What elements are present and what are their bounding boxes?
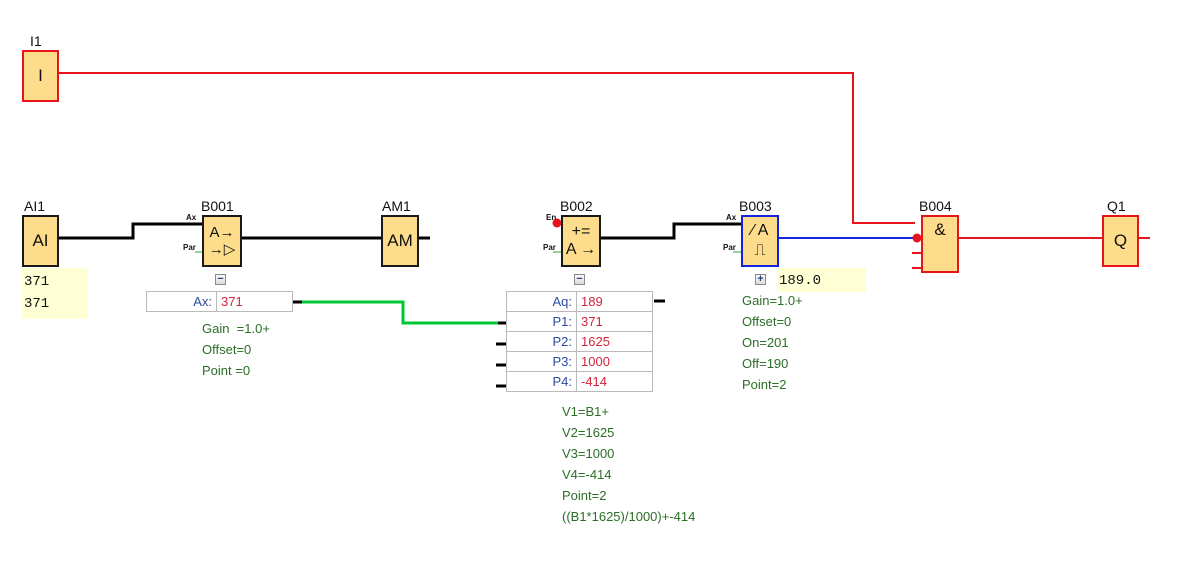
formula-line: ((B1*1625)/1000)+-414 [562, 509, 696, 524]
param-line: Gain =1.0+ [202, 321, 270, 336]
pulse-icon: ⎍ [754, 242, 766, 259]
block-label-b004: B004 [919, 198, 952, 214]
param-value[interactable]: -414 [576, 371, 653, 392]
param-key: Ax: [146, 291, 217, 312]
param-line: V3=1000 [562, 446, 615, 461]
block-symbol: AM [387, 231, 413, 250]
analog-amplifier-block-b001[interactable]: A→ →▷ [202, 215, 242, 267]
param-value[interactable]: 189 [576, 291, 653, 312]
b002-pin-en: En [546, 213, 557, 222]
ai1-value-1: 371 [24, 274, 50, 290]
wire-b002-to-b003[interactable] [600, 222, 742, 240]
param-key: P1: [506, 311, 577, 332]
b003-params: Gain=1.0+ Offset=0 On=201 Off=190 Point=… [742, 290, 803, 395]
param-value[interactable]: 1625 [576, 331, 653, 352]
param-line: Offset=0 [202, 342, 252, 357]
table-row: P3:1000 [506, 351, 653, 372]
param-value[interactable]: 371 [576, 311, 653, 332]
param-line: Point =0 [202, 363, 251, 378]
table-row: P1:371 [506, 311, 653, 332]
block-label-i1: I1 [30, 33, 42, 49]
b003-expand-toggle[interactable]: + [755, 274, 766, 285]
param-line: V4=-414 [562, 467, 612, 482]
wire-ai1-to-b001[interactable] [58, 222, 202, 240]
param-key: P4: [506, 371, 577, 392]
param-line: Off=190 [742, 356, 789, 371]
param-key: P3: [506, 351, 577, 372]
param-line: Gain=1.0+ [742, 293, 803, 308]
b003-pin-ax: Ax [726, 213, 737, 222]
param-value[interactable]: 1000 [576, 351, 653, 372]
param-line: Point=2 [562, 488, 607, 503]
block-label-b003: B003 [739, 198, 772, 214]
b001-collapse-toggle[interactable]: − [215, 274, 226, 285]
param-line: V2=1625 [562, 425, 615, 440]
block-label-ai1: AI1 [24, 198, 46, 214]
param-line: V1=B1+ [562, 404, 609, 419]
table-row: Ax: 371 [146, 291, 293, 312]
b004-negated-input-dot [912, 233, 922, 243]
analog-threshold-trigger-block-b003[interactable]: ⁄ A ⎍ [741, 215, 779, 267]
param-line: Point=2 [742, 377, 787, 392]
block-symbol: Q [1113, 231, 1128, 250]
wire-b001-ax-to-b002-p1[interactable] [302, 300, 498, 325]
b001-params: Gain =1.0+ Offset=0 Point =0 [202, 318, 270, 381]
b001-param-table: Ax: 371 [146, 291, 293, 312]
amplifier-icon-top: A→ [209, 224, 235, 241]
math-instruction-block-b002[interactable]: += A → [561, 215, 601, 267]
math-icon-top: += [571, 223, 591, 240]
analog-flag-block-am1[interactable]: AM [381, 215, 419, 267]
b002-collapse-toggle[interactable]: − [574, 274, 585, 285]
b003-value-display: 189.0 [777, 268, 866, 292]
block-symbol: AI [32, 231, 49, 250]
ai1-value-display: 371 371 [22, 268, 88, 319]
param-line: On=201 [742, 335, 789, 350]
block-label-b002: B002 [560, 198, 593, 214]
input-block-i1[interactable]: I [22, 50, 59, 102]
block-label-q1: Q1 [1107, 198, 1126, 214]
b002-pin-par: Par [543, 243, 556, 252]
output-block-q1[interactable]: Q [1102, 215, 1139, 267]
amplifier-icon-bottom: →▷ [208, 241, 236, 258]
b001-pin-par: Par [183, 243, 196, 252]
math-icon-bottom: A → [565, 241, 597, 258]
param-value[interactable]: 371 [216, 291, 293, 312]
ai1-value-2: 371 [24, 296, 50, 312]
threshold-icon-top: ⁄ A [751, 222, 769, 239]
block-label-am1: AM1 [382, 198, 411, 214]
b001-pin-ax: Ax [186, 213, 197, 222]
block-label-b001: B001 [201, 198, 234, 214]
param-key: Aq: [506, 291, 577, 312]
table-row: Aq:189 [506, 291, 653, 312]
param-line: Offset=0 [742, 314, 792, 329]
b003-pin-par: Par [723, 243, 736, 252]
wire-i1-to-b004[interactable] [58, 72, 915, 224]
block-symbol: I [38, 66, 43, 85]
param-key: P2: [506, 331, 577, 352]
table-row: P2:1625 [506, 331, 653, 352]
and-gate-block-b004[interactable]: & [921, 215, 959, 273]
analog-input-block-ai1[interactable]: AI [22, 215, 59, 267]
b002-param-table: Aq:189 P1:371 P2:1625 P3:1000 P4:-414 [506, 291, 653, 392]
b002-params: V1=B1+ V2=1625 V3=1000 V4=-414 Point=2 (… [562, 401, 695, 527]
b002-en-dot [552, 218, 562, 228]
and-symbol: & [934, 220, 946, 239]
table-row: P4:-414 [506, 371, 653, 392]
